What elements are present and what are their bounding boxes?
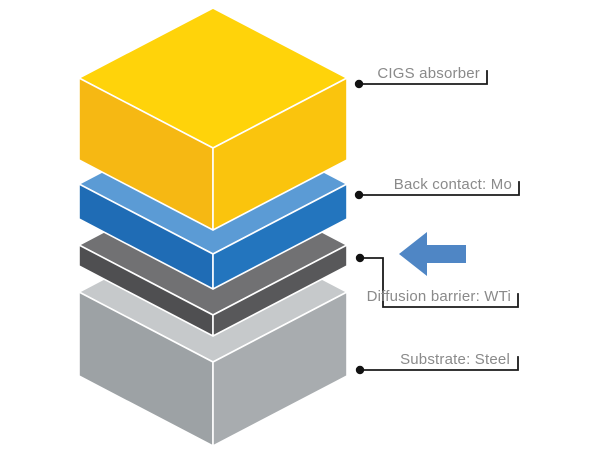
diffusion-barrier-connector-line: [359, 257, 519, 308]
substrate-label: Substrate: Steel: [400, 351, 510, 368]
connector-back-contact-mo: Back contact: Mo: [354, 176, 520, 200]
back-contact-label: Back contact: Mo: [394, 176, 512, 193]
cigs-right-face: [212, 77, 348, 231]
connector-cigs-absorber: CIGS absorber: [354, 65, 488, 89]
back-contact-connector-dot-icon: [354, 190, 364, 200]
substrate-right-face: [212, 291, 348, 447]
connector-substrate-steel: Substrate: Steel: [355, 351, 519, 375]
cigs-absorber-label: CIGS absorber: [377, 65, 480, 82]
layer-cigs-absorber: [78, 7, 348, 231]
diffusion-barrier-right-face: [212, 244, 348, 337]
arrow-left-icon: [399, 232, 466, 276]
connector-diffusion-barrier-wti: Diffusion barrier: WTi: [355, 253, 519, 308]
back-contact-connector-line: [358, 181, 520, 196]
substrate-connector-line: [359, 356, 519, 371]
cigs-connector-line: [358, 70, 488, 85]
diffusion-barrier-connector-dot-icon: [355, 253, 365, 263]
diffusion-barrier-label: Diffusion barrier: WTi: [367, 288, 511, 305]
cigs-connector-dot-icon: [354, 79, 364, 89]
back-contact-right-face: [212, 183, 348, 290]
substrate-connector-dot-icon: [355, 365, 365, 375]
